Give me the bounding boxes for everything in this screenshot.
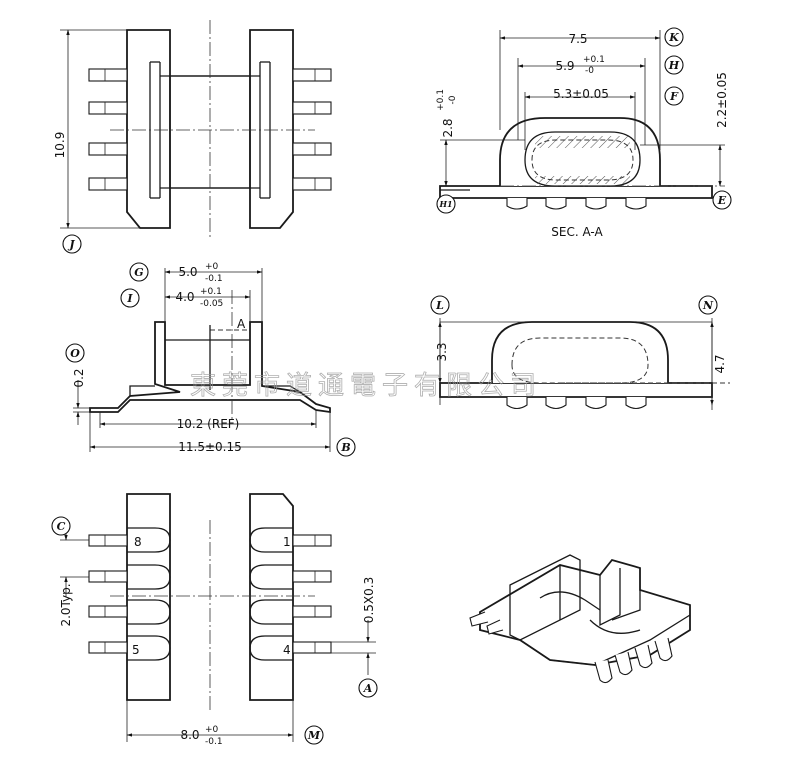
front-view: 3.3 4.7 [435,318,730,410]
svg-text:B: B [340,441,350,454]
dim-2-8-tol-up: +0.1 [436,89,446,111]
dim-5-0: 5.0 [178,265,197,279]
dim-7-5: 7.5 [568,32,587,46]
dim-5-9-tol-dn: -0 [585,66,594,76]
svg-text:K: K [668,31,679,44]
dim-4-0-tol-dn: -0.05 [200,299,223,309]
bubble-c: C [51,516,71,536]
svg-text:O: O [70,347,80,360]
bubble-b: B [336,437,356,457]
dim-10-2: 10.2 (REF) [177,417,240,431]
dim-10-9: 10.9 [53,132,67,159]
dim-2-0: 2.0Typ. [59,583,73,626]
dim-5-0-tol-dn: -0.1 [205,274,223,284]
section-view: 7.5 5.9 +0.1 -0 5.3±0.05 2.8 +0.1 -0 2.2… [436,30,729,239]
dim-0-2: 0.2 [72,368,86,387]
svg-text:N: N [702,299,714,312]
svg-text:L: L [435,299,444,312]
section-label: SEC. A-A [551,225,603,239]
dim-0-5x0-3: 0.5X0.3 [362,577,376,623]
bubble-e: E [712,190,732,210]
dim-5-3: 5.3±0.05 [553,87,609,101]
dim-2-8-tol-dn: -0 [448,95,458,104]
dim-2-8: 2.8 [441,118,455,137]
dim-11-5: 11.5±0.15 [178,440,242,454]
dim-5-9: 5.9 [555,59,574,73]
watermark: 東莞市道通電子有限公司 [190,371,542,401]
bubble-f: F [664,86,684,106]
pin-4: 4 [283,643,291,657]
dim-8-0-tol-dn: -0.1 [205,737,223,747]
dim-4-0: 4.0 [175,290,194,304]
bottom-view: 8 1 5 4 2.0Typ. 0.5X0.3 8.0 +0 -0.1 [59,493,376,747]
dim-2-2: 2.2±0.05 [715,72,729,128]
dim-8-0: 8.0 [180,728,199,742]
pin-8: 8 [134,535,142,549]
pin-5: 5 [132,643,140,657]
bubble-m: M [304,725,324,745]
bubble-l: L [430,295,450,315]
bubble-a: A [358,678,378,698]
bubble-h: H [664,55,684,75]
svg-text:C: C [57,520,66,533]
top-view: 10.9 [53,20,332,240]
svg-text:G: G [134,266,143,279]
isometric-view [469,554,691,684]
bubble-o: O [65,343,85,363]
dim-5-9-tol-up: +0.1 [583,55,605,65]
side-view: 5.0 +0 -0.1 4.0 +0.1 -0.05 A 0.2 10.2 (R… [72,262,331,454]
svg-text:A: A [363,682,373,695]
dim-4-0-tol-up: +0.1 [200,287,222,297]
dim-4-7: 4.7 [713,354,727,373]
svg-text:H: H [668,59,680,72]
svg-text:E: E [717,194,727,207]
svg-text:F: F [669,90,679,103]
bubble-g: G [129,262,149,282]
dim-3-3: 3.3 [435,342,449,361]
bubble-k: K [664,27,684,47]
dim-5-0-tol-up: +0 [205,262,219,272]
svg-text:J: J [67,238,75,251]
bubble-n: N [698,295,718,315]
pin-1: 1 [283,535,291,549]
svg-text:I: I [126,292,133,305]
section-mark-a: A [237,317,246,331]
svg-text:M: M [307,729,321,742]
bubble-i: I [120,288,140,308]
dim-8-0-tol-up: +0 [205,725,219,735]
svg-text:H1: H1 [438,199,452,209]
bubble-j: J [62,234,82,254]
bubble-h1: H1 [436,194,456,214]
